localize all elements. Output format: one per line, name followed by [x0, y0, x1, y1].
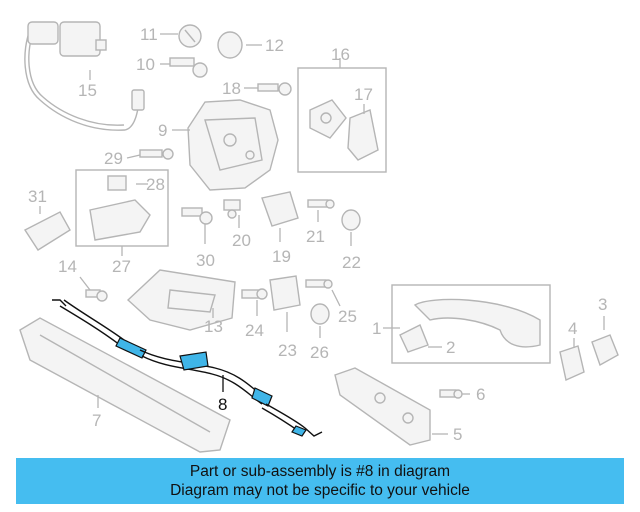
callout-15: 15 — [78, 81, 97, 100]
callout-labels: 11 12 10 18 9 29 15 16 17 28 31 27 30 20… — [28, 25, 607, 444]
part-11 — [178, 24, 202, 48]
part-24 — [241, 288, 268, 300]
callout-9: 9 — [158, 121, 167, 140]
callout-4: 4 — [568, 319, 577, 338]
callout-20: 20 — [232, 231, 251, 250]
callout-16: 16 — [331, 45, 350, 64]
part-30 — [181, 207, 213, 225]
part-9 — [187, 99, 279, 191]
part-18 — [257, 82, 292, 96]
part-27-box — [75, 169, 169, 247]
part-14 — [85, 289, 108, 302]
info-banner: Part or sub-assembly is #8 in diagram Di… — [16, 458, 624, 504]
callout-leaders — [39, 33, 605, 435]
part-31 — [23, 211, 71, 251]
part-12 — [217, 31, 243, 59]
callout-11: 11 — [140, 25, 158, 44]
part-6 — [439, 389, 463, 399]
callout-10: 10 — [136, 55, 155, 74]
callout-28: 28 — [146, 175, 165, 194]
callout-30: 30 — [196, 251, 215, 270]
callout-14: 14 — [58, 257, 77, 276]
part-8-cable — [52, 299, 323, 437]
callout-8: 8 — [218, 395, 227, 414]
callout-13: 13 — [204, 317, 223, 336]
callout-6: 6 — [476, 385, 485, 404]
parts-diagram: 11 12 10 18 9 29 15 16 17 28 31 27 30 20… — [19, 21, 619, 453]
callout-2: 2 — [446, 338, 455, 357]
part-3 — [591, 334, 619, 367]
callout-3: 3 — [598, 295, 607, 314]
part-4 — [559, 345, 585, 381]
part-1-box — [391, 284, 551, 364]
callout-5: 5 — [453, 425, 462, 444]
callout-25: 25 — [338, 307, 357, 326]
callout-12: 12 — [265, 36, 284, 55]
part-29 — [139, 148, 174, 160]
callout-17: 17 — [354, 85, 373, 104]
callout-31: 31 — [28, 187, 47, 206]
part-23 — [269, 275, 301, 311]
callout-22: 22 — [342, 253, 361, 272]
part-26 — [310, 303, 330, 325]
banner-line-1: Part or sub-assembly is #8 in diagram — [189, 463, 451, 480]
part-16-box — [297, 67, 387, 173]
part-25 — [305, 279, 333, 289]
callout-29: 29 — [104, 149, 123, 168]
callout-21: 21 — [306, 227, 325, 246]
part-22 — [341, 209, 361, 231]
part-21 — [307, 199, 335, 209]
part-10 — [169, 57, 208, 78]
part-15 — [24, 21, 145, 131]
callout-23: 23 — [278, 341, 297, 360]
part-5 — [334, 367, 431, 446]
callout-1: 1 — [372, 319, 381, 338]
banner-line-2: Diagram may not be specific to your vehi… — [170, 482, 470, 499]
part-20 — [223, 199, 241, 219]
callout-24: 24 — [245, 321, 264, 340]
part-19 — [261, 191, 299, 227]
callout-7: 7 — [92, 411, 101, 430]
part-13 — [126, 269, 236, 331]
callout-19: 19 — [272, 247, 291, 266]
callout-26: 26 — [310, 343, 329, 362]
callout-18: 18 — [222, 79, 241, 98]
callout-27: 27 — [112, 257, 131, 276]
part-7 — [19, 317, 231, 453]
